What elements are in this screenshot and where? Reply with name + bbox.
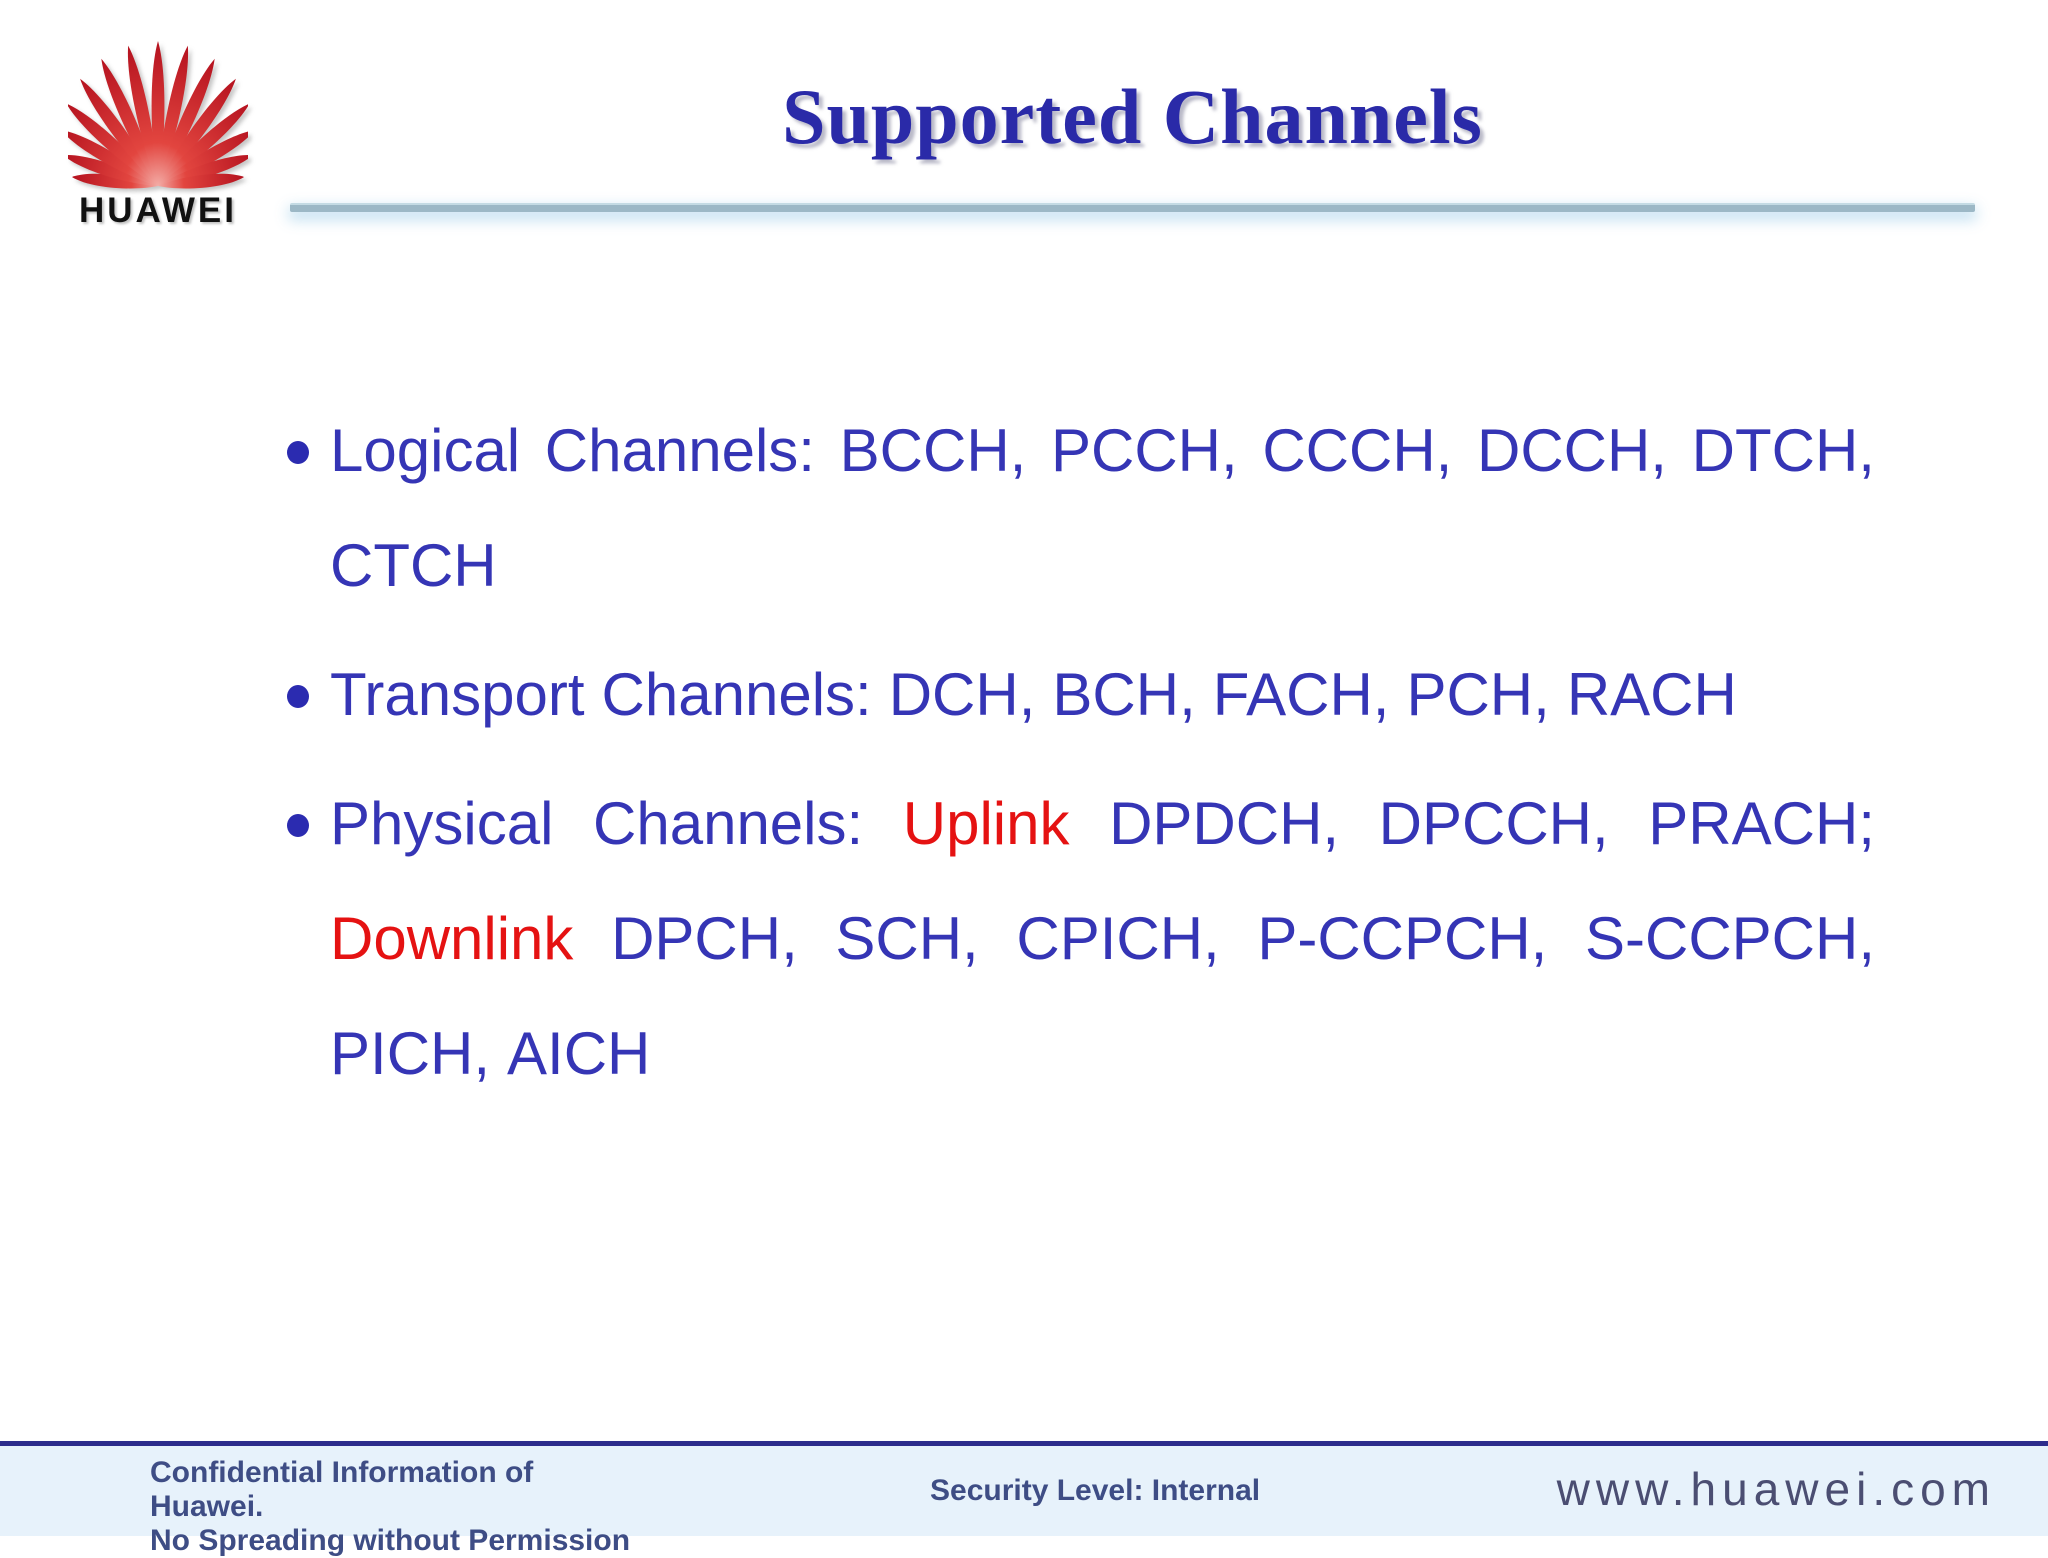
bullet-word: PICH,: [330, 1020, 491, 1087]
bullet-word: PCCH,: [1050, 417, 1238, 484]
huawei-fan-icon: [68, 41, 248, 189]
footer-confidential-line2: Huawei.: [150, 1490, 264, 1523]
bullet-item: Logical Channels: BCCH, PCCH, CCCH, DCCH, DTCH…: [287, 393, 1875, 623]
huawei-logo-wordmark: HUAWEI: [79, 191, 237, 230]
footer-security-level: Security Level: Internal: [930, 1474, 1261, 1507]
bullet-line: Logical Channels: BCCH, PCCH, CCCH, DCCH, DTCH…: [330, 393, 1875, 508]
bullet-word: DPDCH,: [1109, 790, 1340, 857]
bullet-word: Uplink: [902, 790, 1070, 857]
bullet-word: Channels:: [544, 417, 815, 484]
footer-confidential-line1: Confidential Information of: [150, 1456, 534, 1489]
bullet-word: Physical: [330, 790, 554, 857]
bullet-word: AICH: [507, 1020, 651, 1087]
bullet-word: PRACH;: [1648, 790, 1875, 857]
bullet-dot-icon: [287, 814, 309, 837]
bullet-item: Physical Channels: Uplink DPDCH, DPCCH, PRACH…: [287, 766, 1875, 1111]
bullet-word: Logical: [330, 417, 521, 484]
bullet-word: DCH,: [888, 661, 1036, 728]
bullet-word: CCCH,: [1262, 417, 1453, 484]
footer-website: www.huawei.com: [1556, 1463, 1996, 1515]
footer-divider-line: [0, 1441, 2048, 1446]
bullet-line: PICH,AICH: [330, 996, 1875, 1111]
slide-title: Supported Channels: [782, 73, 1483, 160]
bullet-word: CTCH: [330, 532, 497, 599]
bullet-word: RACH: [1566, 661, 1737, 728]
footer: Confidential Information of Huawei. No S…: [0, 1446, 2048, 1557]
header-divider-line: [290, 203, 1975, 212]
bullet-word: BCH,: [1052, 661, 1196, 728]
bullet-line: Downlink DPCH, SCH, CPICH, P-CCPCH, S-CCPCH,: [330, 881, 1875, 996]
bullet-word: FACH,: [1212, 661, 1390, 728]
bullet-word: DPCH,: [611, 905, 798, 972]
bullet-word: DCCH,: [1476, 417, 1667, 484]
bullet-word: DPCCH,: [1378, 790, 1609, 857]
footer-confidential-line3: No Spreading without Permission: [150, 1524, 631, 1557]
footer-confidential-text: Confidential Information of Huawei. No S…: [150, 1456, 630, 1558]
bullet-line: CTCH: [330, 508, 1875, 623]
bullet-word: SCH,: [835, 905, 979, 972]
bullet-word: Channels:: [593, 790, 864, 857]
bullet-dot-icon: [287, 685, 309, 708]
bullet-word: PCH,: [1406, 661, 1550, 728]
bullet-dot-icon: [287, 441, 309, 464]
bullet-word: P-CCPCH,: [1257, 905, 1548, 972]
huawei-logo: HUAWEI: [68, 34, 248, 230]
bullet-word: Transport: [330, 661, 585, 728]
bullet-word: CPICH,: [1016, 905, 1220, 972]
bullet-word: Downlink: [330, 905, 574, 972]
bullet-word: BCCH,: [839, 417, 1027, 484]
bullet-word: S-CCPCH,: [1584, 905, 1875, 972]
bullet-line: Physical Channels: Uplink DPDCH, DPCCH, PRACH…: [330, 766, 1875, 881]
bullet-word: DTCH,: [1691, 417, 1875, 484]
bullet-word: Channels:: [601, 661, 872, 728]
